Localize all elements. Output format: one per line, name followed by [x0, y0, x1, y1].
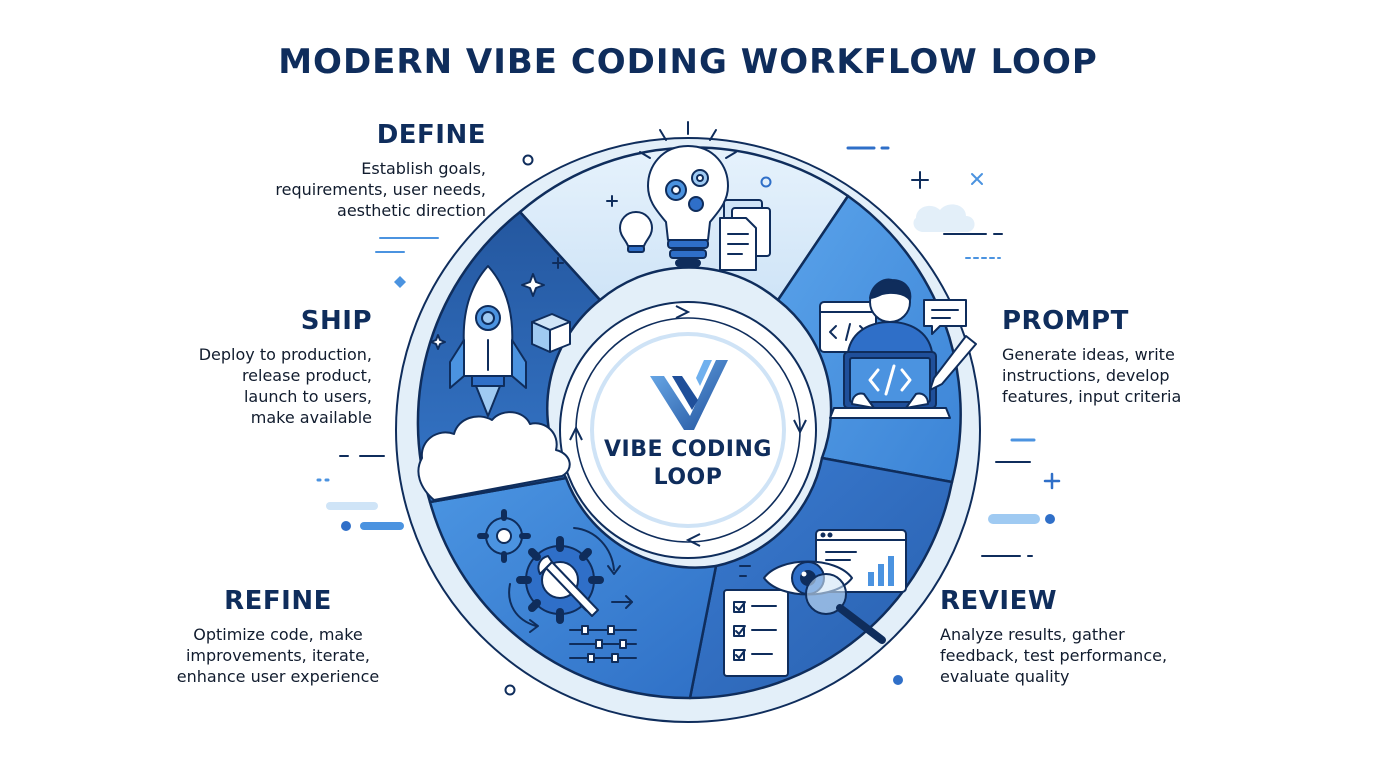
- stage-review-title: REVIEW: [940, 586, 1058, 616]
- page-title: MODERN VIBE CODING WORKFLOW LOOP: [278, 42, 1098, 82]
- stage-refine-text: REFINE Optimize code, make improvements,…: [118, 586, 438, 687]
- loop-arrow-top: [675, 305, 691, 319]
- stage-review-description: Analyze results, gather feedback, test p…: [940, 625, 1168, 686]
- eye-magnifier-icon: [723, 529, 907, 677]
- stage-ship-description: Deploy to production, release product, l…: [198, 345, 372, 427]
- stage-define-title: DEFINE: [376, 120, 486, 150]
- stage-refine-title: REFINE: [224, 586, 332, 616]
- rocket-icon: [417, 257, 571, 501]
- center-loop-label: VIBE CODING LOOP: [578, 436, 798, 492]
- loop-arrows: [569, 305, 807, 547]
- stage-ship-title: SHIP: [300, 306, 372, 336]
- developer-laptop-icon: [819, 278, 977, 419]
- stage-review-text: REVIEW Analyze results, gather feedback,…: [940, 586, 1260, 687]
- center-label-line1: VIBE CODING: [604, 437, 772, 462]
- stage-prompt-description: Generate ideas, write instructions, deve…: [1002, 345, 1182, 406]
- loop-arrow-right: [793, 419, 807, 435]
- stage-ship-text: SHIP Deploy to production, release produ…: [52, 306, 372, 428]
- stage-prompt-text: PROMPT Generate ideas, write instruction…: [1002, 306, 1322, 407]
- v-logo-icon: [650, 360, 728, 430]
- loop-arrow-bottom: [685, 533, 701, 547]
- center-label-line2: LOOP: [653, 465, 723, 490]
- decorative-accents: [316, 146, 1061, 696]
- gears-wrench-icon: [477, 509, 637, 663]
- stage-prompt-title: PROMPT: [1002, 306, 1129, 336]
- stage-refine-description: Optimize code, make improvements, iterat…: [176, 625, 380, 686]
- loop-arrow-left: [569, 425, 583, 441]
- stage-define-description: Establish goals, requirements, user need…: [275, 159, 486, 220]
- lightbulb-gears-icon: [606, 121, 771, 271]
- stage-define-text: DEFINE Establish goals, requirements, us…: [166, 120, 486, 221]
